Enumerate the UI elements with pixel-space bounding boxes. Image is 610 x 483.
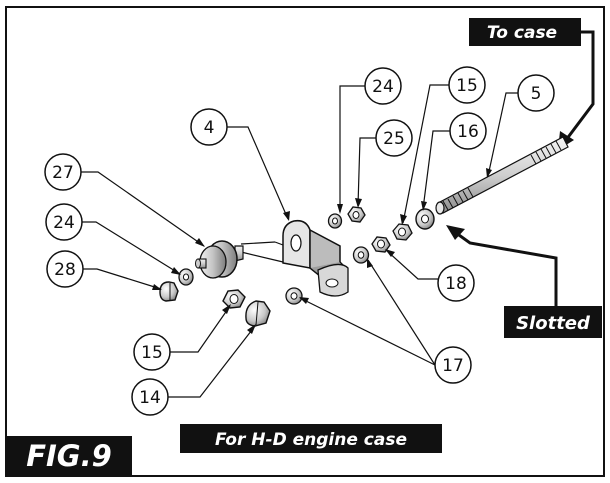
part-number-28: 28: [54, 260, 76, 280]
part-number-5: 5: [531, 84, 542, 104]
part-number-15-top: 15: [456, 76, 478, 96]
stud-bolt: [435, 136, 569, 215]
leader-lines: [81, 84, 518, 398]
part-number-17: 17: [442, 356, 464, 376]
part-callout-14: 14: [131, 378, 169, 416]
bracket-4: [240, 219, 349, 297]
slotted-callout: Slotted: [446, 225, 602, 338]
washer-24-left: [178, 268, 194, 286]
part-number-25: 25: [383, 129, 405, 149]
part-number-27: 27: [52, 163, 74, 183]
washer-16: [415, 208, 435, 230]
part-callout-25: 25: [375, 119, 413, 157]
figure-label: FIG.9: [6, 436, 132, 476]
part-number-24-left: 24: [53, 213, 75, 233]
part-number-15-bottom: 15: [141, 343, 163, 363]
nut-15-lower: [222, 289, 246, 309]
nut-15-top: [392, 223, 413, 241]
slotted-text: Slotted: [516, 313, 591, 334]
washer-24-top: [327, 213, 343, 229]
part-number-4: 4: [204, 118, 215, 138]
acorn-nut-28: [159, 281, 179, 302]
part-callout-18: 18: [437, 264, 475, 302]
acorn-nut-14: [245, 300, 271, 327]
nut-25: [347, 206, 366, 223]
washer-17-upper: [352, 246, 370, 264]
figure-frame: [5, 6, 605, 477]
leader-arrowheads: [152, 168, 492, 334]
spacer-27: [195, 240, 244, 279]
washer-17-lower: [285, 287, 303, 305]
part-callout-24-left: 24: [45, 203, 83, 241]
part-callout-4: 4: [190, 108, 228, 146]
figure-caption: For H-D engine case: [180, 424, 442, 453]
figure-caption-text: For H-D engine case: [215, 430, 407, 450]
part-callout-24-top: 24: [364, 67, 402, 105]
part-callout-5: 5: [517, 74, 555, 112]
part-callout-28: 28: [46, 250, 84, 288]
part-number-14: 14: [139, 388, 161, 408]
part-callout-16: 16: [449, 112, 487, 150]
figure-label-text: FIG.9: [26, 439, 112, 473]
part-callout-15-top: 15: [448, 66, 486, 104]
to-case-text: To case: [487, 23, 557, 43]
part-number-16: 16: [457, 122, 479, 142]
part-number-18: 18: [445, 274, 467, 294]
part-callout-27: 27: [44, 153, 82, 191]
part-callout-17: 17: [434, 346, 472, 384]
part-callout-15-bottom: 15: [133, 333, 171, 371]
nut-18: [371, 236, 391, 253]
part-number-24-top: 24: [372, 77, 394, 97]
